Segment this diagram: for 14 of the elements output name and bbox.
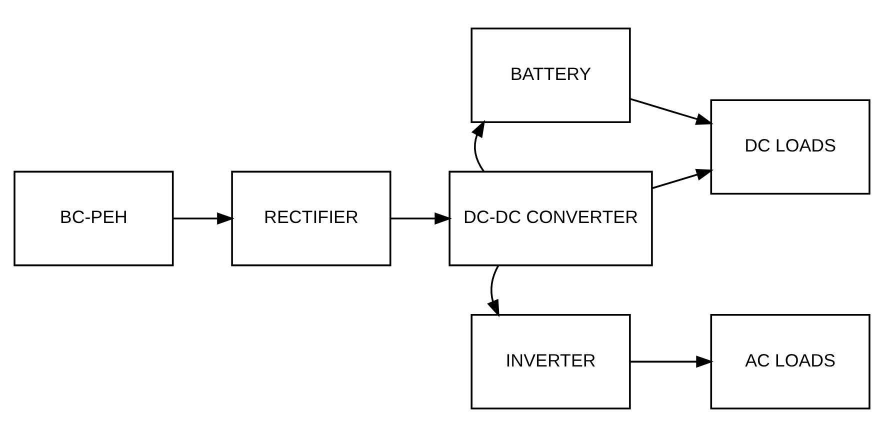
arrow <box>471 120 486 172</box>
arrow <box>173 212 234 225</box>
arrow <box>652 168 714 189</box>
node-box: DC-DC CONVERTER <box>448 170 653 266</box>
arrow <box>487 265 500 318</box>
node-box: DC LOADS <box>710 99 870 195</box>
node-box: INVERTER <box>470 314 631 410</box>
node-box: BATTERY <box>470 28 631 124</box>
node-box: RECTIFIER <box>231 170 392 266</box>
node-box: AC LOADS <box>710 314 870 410</box>
arrow <box>390 212 452 225</box>
arrow <box>630 98 714 125</box>
node-box: BC-PEH <box>14 170 174 266</box>
arrow <box>630 356 714 368</box>
